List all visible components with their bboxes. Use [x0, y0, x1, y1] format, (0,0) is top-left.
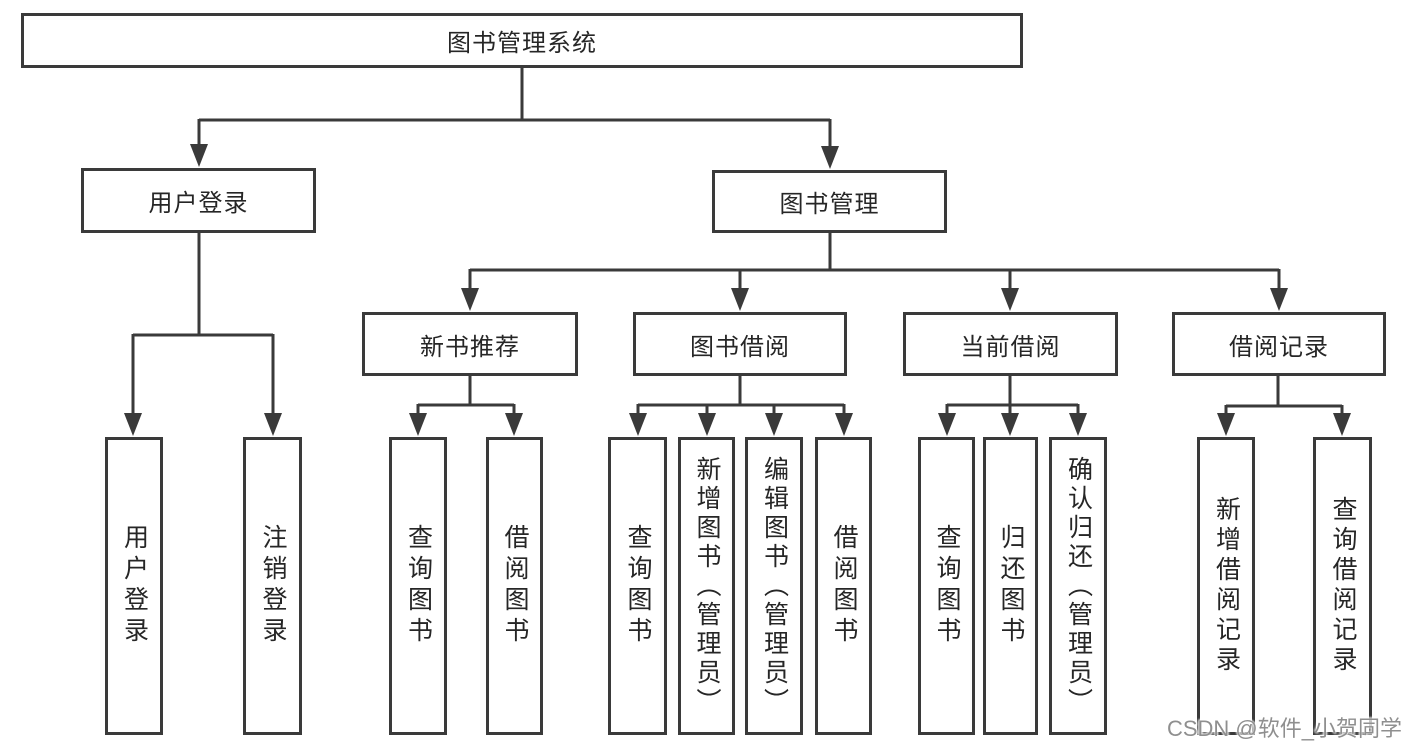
node-root: 图书管理系统 [21, 13, 1023, 68]
leaf-query-books-2: 查询图书 [608, 437, 667, 735]
leaf-query-borrow-record: 查询借阅记录 [1313, 437, 1372, 735]
leaf-borrow-books-2-label: 借阅图书 [830, 524, 858, 648]
leaf-confirm-return-admin: 确认归还（管理员） [1049, 437, 1107, 735]
leaf-user-login-label: 用户登录 [120, 524, 149, 648]
leaf-query-books-1-label: 查询图书 [404, 524, 433, 648]
leaf-edit-book-admin-label: 编辑图书（管理员） [760, 455, 789, 717]
node-book-management-label: 图书管理 [779, 191, 880, 218]
leaf-add-book-admin: 新增图书（管理员） [678, 437, 735, 735]
watermark: CSDN @软件_小贺同学 [1166, 716, 1402, 741]
leaf-return-books-label: 归还图书 [997, 524, 1025, 648]
arrowhead-icons [124, 144, 1351, 436]
node-user-login-label: 用户登录 [148, 190, 249, 217]
leaf-return-books: 归还图书 [983, 437, 1038, 735]
node-root-label: 图书管理系统 [447, 30, 597, 57]
leaf-query-books-2-label: 查询图书 [624, 524, 652, 648]
node-book-management: 图书管理 [712, 170, 947, 233]
node-current-borrowing-label: 当前借阅 [960, 333, 1061, 361]
node-user-login: 用户登录 [81, 168, 316, 233]
leaf-add-book-admin-label: 新增图书（管理员） [693, 455, 721, 717]
leaf-query-books-3: 查询图书 [918, 437, 975, 735]
node-new-book-recommend-label: 新书推荐 [420, 333, 520, 361]
node-borrowing-records-label: 借阅记录 [1229, 333, 1329, 361]
node-book-borrowing: 图书借阅 [633, 312, 847, 376]
leaf-confirm-return-admin-label: 确认归还（管理员） [1064, 455, 1093, 717]
node-borrowing-records: 借阅记录 [1172, 312, 1386, 376]
leaf-user-login: 用户登录 [105, 437, 163, 735]
node-new-book-recommend: 新书推荐 [362, 312, 578, 376]
leaf-edit-book-admin: 编辑图书（管理员） [745, 437, 803, 735]
leaf-query-borrow-record-label: 查询借阅记录 [1329, 496, 1357, 676]
leaf-add-borrow-record-label: 新增借阅记录 [1212, 496, 1241, 676]
node-book-borrowing-label: 图书借阅 [690, 333, 790, 361]
leaf-borrow-books-1: 借阅图书 [486, 437, 543, 735]
leaf-query-books-3-label: 查询图书 [933, 524, 961, 648]
leaf-query-books-1: 查询图书 [389, 437, 447, 735]
node-current-borrowing: 当前借阅 [903, 312, 1118, 376]
leaf-add-borrow-record: 新增借阅记录 [1197, 437, 1255, 735]
leaf-logout: 注销登录 [243, 437, 302, 735]
leaf-borrow-books-2: 借阅图书 [815, 437, 872, 735]
leaf-logout-label: 注销登录 [259, 524, 287, 648]
leaf-borrow-books-1-label: 借阅图书 [501, 524, 529, 648]
